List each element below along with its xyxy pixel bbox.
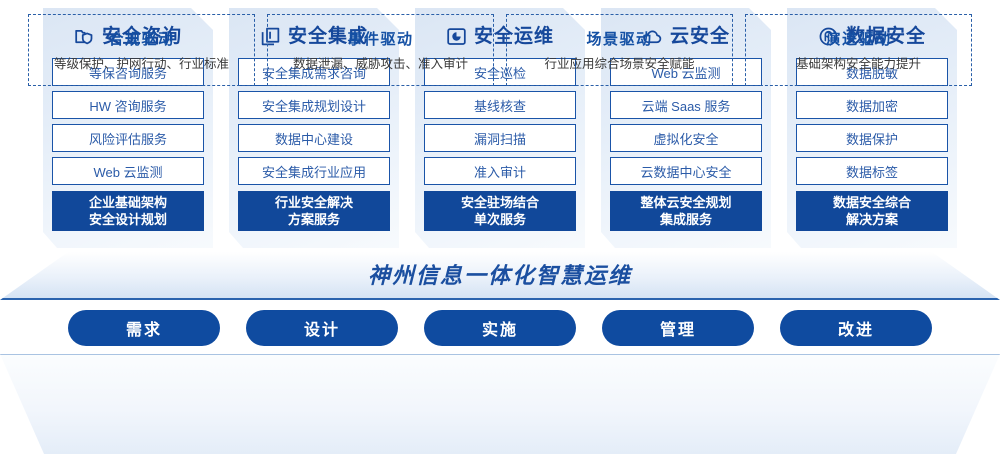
summary-line-2: 安全设计规划 xyxy=(88,212,167,227)
fingerprint-icon xyxy=(818,26,839,47)
column-summary-card[interactable]: 企业基础架构 安全设计规划 xyxy=(52,191,204,231)
summary-line-1: 行业安全解决 xyxy=(274,194,353,210)
column-title: 云安全 xyxy=(669,25,730,47)
column-summary-card[interactable]: 安全驻场结合 单次服务 xyxy=(424,191,576,231)
service-item[interactable]: 数据加密 xyxy=(796,91,948,119)
column-summary-card[interactable]: 数据安全综合 解决方案 xyxy=(796,191,948,231)
platform-banner-title: 神州信息一体化智慧运维 xyxy=(367,263,632,288)
driver-description: 行业应用综合场景安全赋能 xyxy=(544,57,695,71)
service-item[interactable]: HW 咨询服务 xyxy=(52,91,204,119)
driver-card-scenario[interactable]: 场景驱动 行业应用综合场景安全赋能 xyxy=(506,14,733,86)
driver-description: 基础架构安全能力提升 xyxy=(795,57,921,71)
platform-banner: 神州信息一体化智慧运维 xyxy=(0,252,1000,300)
service-item[interactable]: Web 云监测 xyxy=(52,157,204,185)
summary-line-2: 解决方案 xyxy=(845,212,898,227)
service-item[interactable]: 虚拟化安全 xyxy=(610,124,762,152)
lifecycle-pill-requirement[interactable]: 需求 xyxy=(68,310,220,346)
column-header: 安全集成 xyxy=(238,16,390,56)
lifecycle-pill-design[interactable]: 设计 xyxy=(246,310,398,346)
service-item[interactable]: 数据保护 xyxy=(796,124,948,152)
column-summary-card[interactable]: 整体云安全规划 集成服务 xyxy=(610,191,762,231)
service-item[interactable]: Web 云监测 xyxy=(610,58,762,86)
driver-description: 等级保护、护网行动、行业标准 xyxy=(53,57,229,71)
capability-column-security-operations[interactable]: 安全运维 安全巡检 基线核查 漏洞扫描 准入审计 安全驻场结合 单次服务 xyxy=(415,8,585,248)
service-item[interactable]: 数据中心建设 xyxy=(238,124,390,152)
column-summary-card[interactable]: 行业安全解决 方案服务 xyxy=(238,191,390,231)
column-items: 数据脱敏 数据加密 数据保护 数据标签 数据安全综合 解决方案 xyxy=(796,58,948,231)
column-items: 安全巡检 基线核查 漏洞扫描 准入审计 安全驻场结合 单次服务 xyxy=(424,58,576,231)
summary-line-1: 安全驻场结合 xyxy=(460,194,539,210)
capability-column-security-consulting[interactable]: 安全咨询 等保咨询服务 HW 咨询服务 风险评估服务 Web 云监测 企业基础架… xyxy=(43,8,213,248)
lifecycle-pills: 需求 设计 实施 管理 改进 xyxy=(0,310,1000,346)
column-title: 数据安全 xyxy=(845,25,926,47)
driver-card-incident[interactable]: 事件驱动 数据泄漏、威胁攻击、准入审计 xyxy=(267,14,494,86)
service-item[interactable]: 基线核查 xyxy=(424,91,576,119)
documents-stack-icon xyxy=(260,26,281,47)
lifecycle-pill-management[interactable]: 管理 xyxy=(602,310,754,346)
column-header: 云安全 xyxy=(610,16,762,56)
service-item[interactable]: 准入审计 xyxy=(424,157,576,185)
service-item[interactable]: 安全巡检 xyxy=(424,58,576,86)
cloud-icon xyxy=(642,26,663,47)
capability-column-security-integration[interactable]: 安全集成 安全集成需求咨询 安全集成规划设计 数据中心建设 安全集成行业应用 行… xyxy=(229,8,399,248)
column-title: 安全咨询 xyxy=(101,25,182,47)
service-item[interactable]: 数据标签 xyxy=(796,157,948,185)
service-item[interactable]: 云端 Saas 服务 xyxy=(610,91,762,119)
summary-line-1: 整体云安全规划 xyxy=(640,194,732,210)
pie-chart-box-icon xyxy=(446,26,467,47)
driver-card-evolution[interactable]: 演进驱动 基础架构安全能力提升 xyxy=(745,14,972,86)
summary-line-2: 方案服务 xyxy=(287,212,340,227)
folder-shield-icon xyxy=(74,26,95,47)
driver-title: 场景驱动 xyxy=(586,31,653,48)
column-items: 安全集成需求咨询 安全集成规划设计 数据中心建设 安全集成行业应用 行业安全解决… xyxy=(238,58,390,231)
lifecycle-pill-implementation[interactable]: 实施 xyxy=(424,310,576,346)
column-items: Web 云监测 云端 Saas 服务 虚拟化安全 云数据中心安全 整体云安全规划… xyxy=(610,58,762,231)
service-item[interactable]: 等保咨询服务 xyxy=(52,58,204,86)
driver-title: 演进驱动 xyxy=(825,31,892,48)
service-item[interactable]: 安全集成行业应用 xyxy=(238,157,390,185)
service-item[interactable]: 风险评估服务 xyxy=(52,124,204,152)
capability-column-data-security[interactable]: 数据安全 数据脱敏 数据加密 数据保护 数据标签 数据安全综合 解决方案 xyxy=(787,8,957,248)
driver-title: 事件驱动 xyxy=(347,31,414,48)
drivers-container xyxy=(0,354,1000,454)
driver-card-compliance[interactable]: 合规驱动 等级保护、护网行动、行业标准 xyxy=(28,14,255,86)
summary-line-2: 集成服务 xyxy=(659,212,712,227)
service-item[interactable]: 云数据中心安全 xyxy=(610,157,762,185)
service-item[interactable]: 安全集成需求咨询 xyxy=(238,58,390,86)
service-item[interactable]: 数据脱敏 xyxy=(796,58,948,86)
column-items: 等保咨询服务 HW 咨询服务 风险评估服务 Web 云监测 企业基础架构 安全设… xyxy=(52,58,204,231)
summary-line-2: 单次服务 xyxy=(473,212,526,227)
column-header: 安全咨询 xyxy=(52,16,204,56)
capability-column-cloud-security[interactable]: 云安全 Web 云监测 云端 Saas 服务 虚拟化安全 云数据中心安全 整体云… xyxy=(601,8,771,248)
service-item[interactable]: 漏洞扫描 xyxy=(424,124,576,152)
capability-columns: 安全咨询 等保咨询服务 HW 咨询服务 风险评估服务 Web 云监测 企业基础架… xyxy=(0,8,1000,256)
driver-title: 合规驱动 xyxy=(108,31,175,48)
summary-line-1: 数据安全综合 xyxy=(832,194,911,210)
column-title: 安全集成 xyxy=(287,25,368,47)
column-header: 数据安全 xyxy=(796,16,948,56)
lifecycle-pill-improvement[interactable]: 改进 xyxy=(780,310,932,346)
summary-line-1: 企业基础架构 xyxy=(88,194,167,210)
drivers-row: 合规驱动 等级保护、护网行动、行业标准 事件驱动 数据泄漏、威胁攻击、准入审计 … xyxy=(0,0,1000,100)
service-item[interactable]: 安全集成规划设计 xyxy=(238,91,390,119)
driver-description: 数据泄漏、威胁攻击、准入审计 xyxy=(292,57,468,71)
